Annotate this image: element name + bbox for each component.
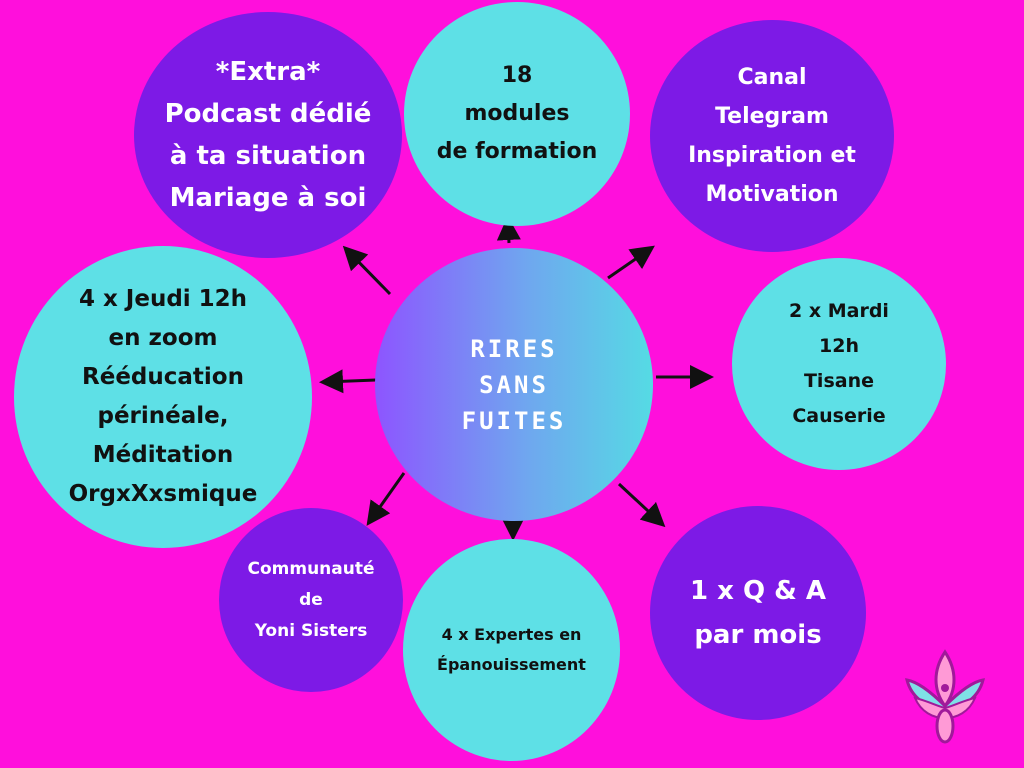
lotus-yoni-logo-icon: [904, 649, 986, 744]
bubble-expertes-epanouissement: 4 x Expertes en Épanouissement: [403, 539, 620, 761]
expertes-line-2: Épanouissement: [437, 655, 586, 674]
bubble-mardi-text: 2 x Mardi 12h Tisane Causerie: [789, 294, 889, 434]
extra-line-1: *Extra*: [215, 57, 321, 87]
jeudi-line-6: OrgxXxsmique: [68, 481, 258, 507]
jeudi-line-2: en zoom: [108, 325, 218, 351]
modules-line-3: de formation: [436, 139, 598, 164]
bubble-qa-par-mois: 1 x Q & A par mois: [650, 506, 866, 720]
arrow-to-extra: [342, 245, 392, 296]
center-line-2: SANS: [479, 370, 549, 399]
center-line-1: RIRES: [470, 334, 558, 363]
extra-line-4: Mariage à soi: [169, 183, 367, 213]
mardi-line-1: 2 x Mardi: [789, 300, 889, 322]
jeudi-line-1: 4 x Jeudi 12h: [78, 286, 248, 312]
modules-line-2: modules: [464, 101, 570, 126]
mardi-line-2: 12h: [819, 335, 859, 357]
communaute-line-1: Communauté: [247, 558, 375, 579]
extra-line-2: Podcast dédié: [164, 99, 372, 129]
arrow-to-jeudi: [319, 369, 377, 394]
communaute-line-3: Yoni Sisters: [254, 620, 368, 641]
modules-line-1: 18: [501, 63, 533, 88]
extra-line-3: à ta situation: [169, 141, 367, 171]
bubble-canal-telegram: Canal Telegram Inspiration et Motivation: [650, 20, 894, 252]
center-bubble-rires-sans-fuites: RIRES SANS FUITES: [375, 248, 653, 521]
qa-line-2: par mois: [694, 620, 822, 650]
expertes-line-1: 4 x Expertes en: [441, 625, 582, 644]
bubble-extra-podcast: *Extra* Podcast dédié à ta situation Mar…: [134, 12, 402, 258]
telegram-line-2: Telegram: [715, 104, 829, 129]
qa-line-1: 1 x Q & A: [690, 576, 826, 606]
bubble-mardi-tisane: 2 x Mardi 12h Tisane Causerie: [732, 258, 946, 470]
bubble-extra-text: *Extra* Podcast dédié à ta situation Mar…: [165, 51, 372, 219]
mardi-line-3: Tisane: [803, 370, 874, 392]
communaute-line-2: de: [299, 589, 323, 610]
bubble-modules-text: 18 modules de formation: [437, 57, 597, 171]
arrow-to-qa: [617, 482, 666, 528]
center-line-3: FUITES: [461, 406, 567, 435]
bubble-qa-text: 1 x Q & A par mois: [690, 569, 826, 657]
jeudi-line-3: Rééducation: [82, 364, 244, 390]
jeudi-line-5: Méditation: [92, 442, 234, 468]
bubble-telegram-text: Canal Telegram Inspiration et Motivation: [688, 58, 856, 214]
mardi-line-4: Causerie: [792, 405, 886, 427]
bubble-communaute-text: Communauté de Yoni Sisters: [247, 554, 374, 647]
telegram-line-3: Inspiration et: [688, 143, 856, 168]
arrow-to-communaute: [366, 472, 406, 526]
jeudi-line-4: périnéale,: [97, 403, 229, 429]
telegram-line-1: Canal: [737, 65, 807, 90]
center-title: RIRES SANS FUITES: [462, 331, 567, 439]
bubble-jeudi-zoom: 4 x Jeudi 12h en zoom Rééducation périné…: [14, 246, 312, 548]
bubble-jeudi-text: 4 x Jeudi 12h en zoom Rééducation périné…: [69, 280, 258, 514]
bubble-expertes-text: 4 x Expertes en Épanouissement: [437, 620, 586, 680]
bubble-modules-formation: 18 modules de formation: [404, 2, 630, 226]
arrow-to-telegram: [607, 245, 655, 280]
telegram-line-4: Motivation: [705, 182, 839, 207]
bubble-communaute-yoni-sisters: Communauté de Yoni Sisters: [219, 508, 403, 692]
